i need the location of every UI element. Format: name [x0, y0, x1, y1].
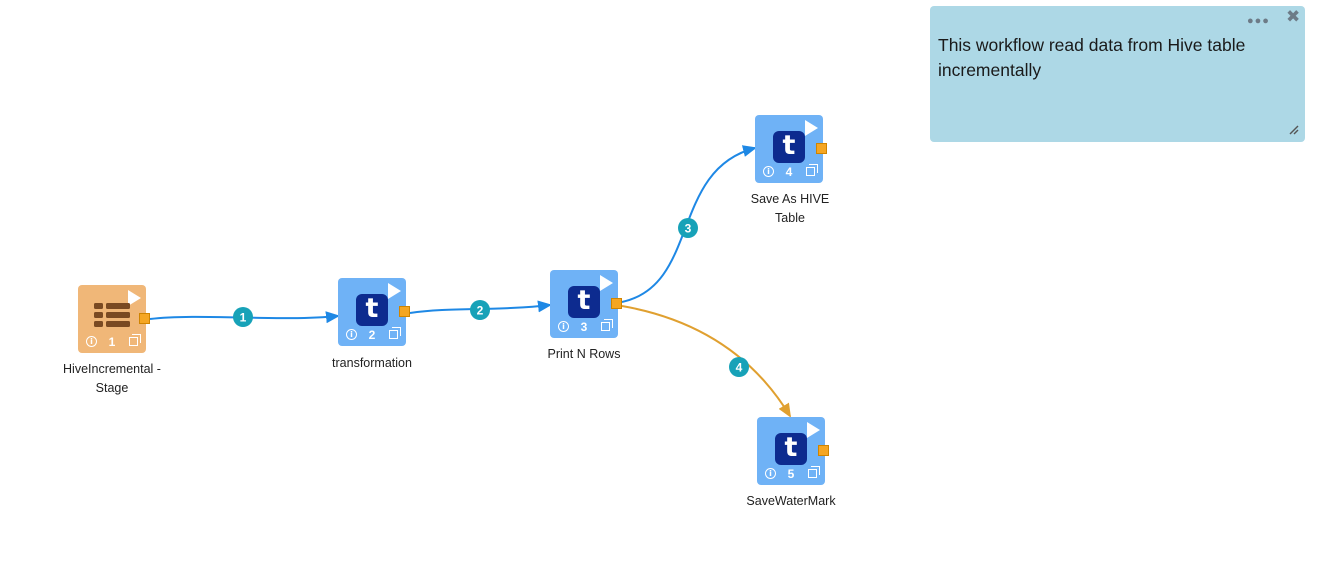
sticky-note[interactable]: ●●● ✖ This workflow read data from Hive …: [930, 6, 1305, 142]
info-icon[interactable]: i: [558, 321, 569, 332]
t-icon: t: [775, 433, 807, 465]
node-footer: i 2: [338, 327, 406, 343]
output-port[interactable]: [399, 306, 410, 317]
node-label: Print N Rows: [519, 345, 649, 364]
node-label-line: SaveWaterMark: [746, 494, 836, 508]
node-transformation[interactable]: t i 2: [338, 278, 410, 346]
edge-badge-1[interactable]: 1: [233, 307, 253, 327]
node-footer: i 1: [78, 334, 146, 350]
info-icon[interactable]: i: [763, 166, 774, 177]
edge-badge-label: 2: [477, 304, 484, 318]
node-index: 4: [785, 165, 793, 179]
resize-handle-icon[interactable]: [1287, 123, 1299, 135]
edge-badge-2[interactable]: 2: [470, 300, 490, 320]
node-label-line: HiveIncremental -: [63, 362, 161, 376]
node-label: HiveIncremental - Stage: [47, 360, 177, 398]
run-icon[interactable]: [388, 283, 401, 299]
node-label-line: Save As HIVE: [750, 192, 830, 206]
node-label-line: Print N Rows: [547, 347, 621, 361]
run-icon[interactable]: [805, 120, 818, 136]
close-icon[interactable]: ✖: [1286, 7, 1301, 27]
node-label-line: Table: [775, 211, 805, 225]
run-icon[interactable]: [128, 290, 141, 306]
node-index: 1: [108, 335, 116, 349]
output-port[interactable]: [816, 143, 827, 154]
copy-icon[interactable]: [389, 327, 401, 339]
run-icon[interactable]: [600, 275, 613, 291]
node-save-as-hive-table[interactable]: t i 4: [755, 115, 827, 183]
info-icon[interactable]: i: [346, 329, 357, 340]
node-footer: i 3: [550, 319, 618, 335]
node-index: 2: [368, 328, 376, 342]
output-port[interactable]: [818, 445, 829, 456]
t-icon: t: [773, 131, 805, 163]
table-icon: [94, 303, 130, 327]
node-print-n-rows[interactable]: t i 3: [550, 270, 622, 338]
copy-icon[interactable]: [601, 319, 613, 331]
output-port[interactable]: [611, 298, 622, 309]
note-text[interactable]: This workflow read data from Hive table …: [938, 35, 1246, 80]
node-label-line: Stage: [95, 381, 129, 395]
copy-icon[interactable]: [808, 466, 820, 478]
edge-badge-4[interactable]: 4: [729, 357, 749, 377]
edge-badge-label: 3: [685, 222, 692, 236]
edge-badge-label: 1: [240, 311, 247, 325]
node-footer: i 5: [757, 466, 825, 482]
output-port[interactable]: [139, 313, 150, 324]
node-hive-incremental-stage[interactable]: i 1: [78, 285, 150, 353]
copy-icon[interactable]: [129, 334, 141, 346]
node-footer: i 4: [755, 164, 823, 180]
info-icon[interactable]: i: [86, 336, 97, 347]
info-icon[interactable]: i: [765, 468, 776, 479]
t-icon: t: [356, 294, 388, 326]
t-icon: t: [568, 286, 600, 318]
node-label-line: transformation: [332, 356, 412, 370]
node-index: 5: [787, 467, 795, 481]
node-label: Save As HIVE Table: [725, 190, 855, 228]
edge-4[interactable]: [621, 305, 792, 418]
node-save-water-mark[interactable]: t i 5: [757, 417, 829, 485]
node-label: transformation: [307, 354, 437, 373]
node-index: 3: [580, 320, 588, 334]
node-label: SaveWaterMark: [726, 492, 856, 511]
run-icon[interactable]: [807, 422, 820, 438]
copy-icon[interactable]: [806, 164, 818, 176]
edge-badge-label: 4: [736, 361, 743, 375]
ellipsis-icon[interactable]: ●●●: [1247, 15, 1270, 27]
edge-badge-3[interactable]: 3: [678, 218, 698, 238]
